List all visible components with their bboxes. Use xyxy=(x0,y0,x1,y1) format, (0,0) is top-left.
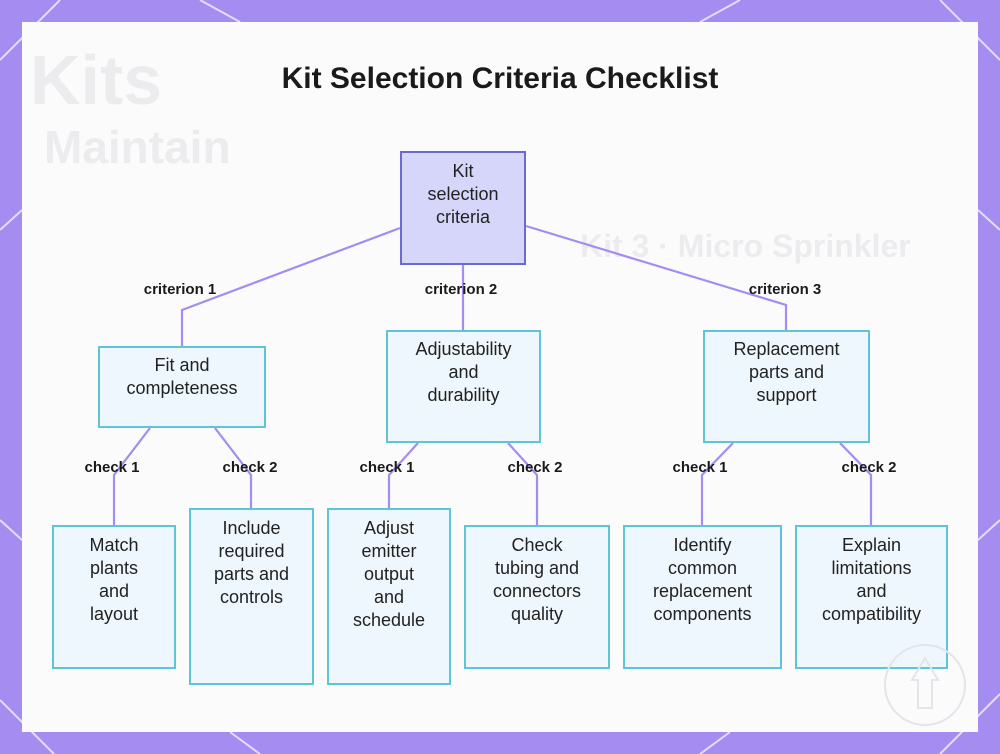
edge-label-criterion-1: criterion 1 xyxy=(143,281,217,298)
edge-label-c1-check-1: check 1 xyxy=(84,459,140,476)
edge-label-c2-check-2: check 2 xyxy=(507,459,563,476)
background-watermark-kits: Kits xyxy=(30,41,163,119)
diagram-title: Kit Selection Criteria Checklist xyxy=(281,62,719,95)
edge-label-criterion-3: criterion 3 xyxy=(748,281,822,298)
edge-label-c2-check-1: check 1 xyxy=(359,459,415,476)
edge-c1-k1 xyxy=(112,427,151,525)
edge-label-c1-check-2: check 2 xyxy=(222,459,278,476)
edge-c1-k2 xyxy=(214,427,253,508)
edge-c3-k5 xyxy=(700,442,734,525)
background-watermark-sprinkler: Kit 3 · Micro Sprinkler xyxy=(580,228,911,264)
background-watermark-maintain: Maintain xyxy=(44,121,231,173)
edge-label-criterion-2: criterion 2 xyxy=(424,281,498,298)
edge-c2-k4 xyxy=(507,442,539,525)
edge-label-c3-check-2: check 2 xyxy=(841,459,897,476)
edge-c3-k6 xyxy=(839,442,873,525)
edge-root-c1 xyxy=(180,226,401,346)
watermark-seal-icon xyxy=(884,644,966,726)
edge-root-c3 xyxy=(525,224,788,330)
edge-c2-k3 xyxy=(387,442,419,508)
edge-label-c3-check-1: check 1 xyxy=(672,459,728,476)
